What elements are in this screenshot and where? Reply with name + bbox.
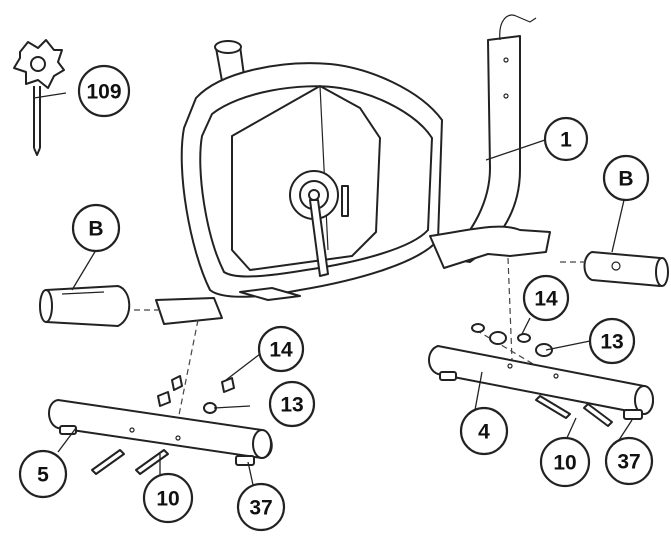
callout-14-left-label: 14 [269, 339, 293, 362]
callout-1: 1 [543, 116, 589, 162]
callout-b-right: B [602, 154, 650, 202]
front-stabilizer-tube [48, 399, 273, 466]
callout-4-label: 4 [478, 421, 490, 444]
callout-10-left-label: 10 [156, 488, 179, 511]
callout-1-label: 1 [560, 129, 572, 152]
right-end-cap [583, 251, 669, 287]
callout-37-right: 37 [604, 436, 654, 486]
callout-b-left: B [71, 203, 121, 253]
left-bracket [155, 297, 223, 325]
callout-109: 109 [77, 64, 131, 118]
rear-stabilizer-tube [428, 345, 654, 420]
callout-109-label: 109 [86, 81, 121, 104]
callout-37-left-label: 37 [249, 497, 272, 520]
callout-b-left-label: B [88, 218, 103, 241]
callout-37-right-label: 37 [617, 451, 640, 474]
callout-4: 4 [459, 406, 509, 456]
right-hardware [471, 323, 613, 427]
callout-13-right-label: 13 [600, 331, 623, 354]
callout-14-left: 14 [257, 325, 305, 373]
main-frame [180, 14, 551, 301]
left-end-cap [39, 285, 131, 327]
callout-14-right: 14 [522, 274, 570, 322]
callout-14-right-label: 14 [534, 288, 558, 311]
callout-10-right-label: 10 [553, 452, 576, 475]
callout-13-left: 13 [268, 380, 316, 428]
callout-5: 5 [18, 449, 68, 499]
callout-10-right: 10 [539, 436, 591, 488]
callout-13-right: 13 [588, 317, 636, 365]
callout-37-left: 37 [236, 482, 286, 532]
callout-5-label: 5 [37, 464, 49, 487]
callout-b-right-label: B [618, 168, 633, 191]
callout-10-left: 10 [142, 472, 194, 524]
star-wrench-tool [13, 39, 65, 156]
callout-13-left-label: 13 [280, 394, 303, 417]
